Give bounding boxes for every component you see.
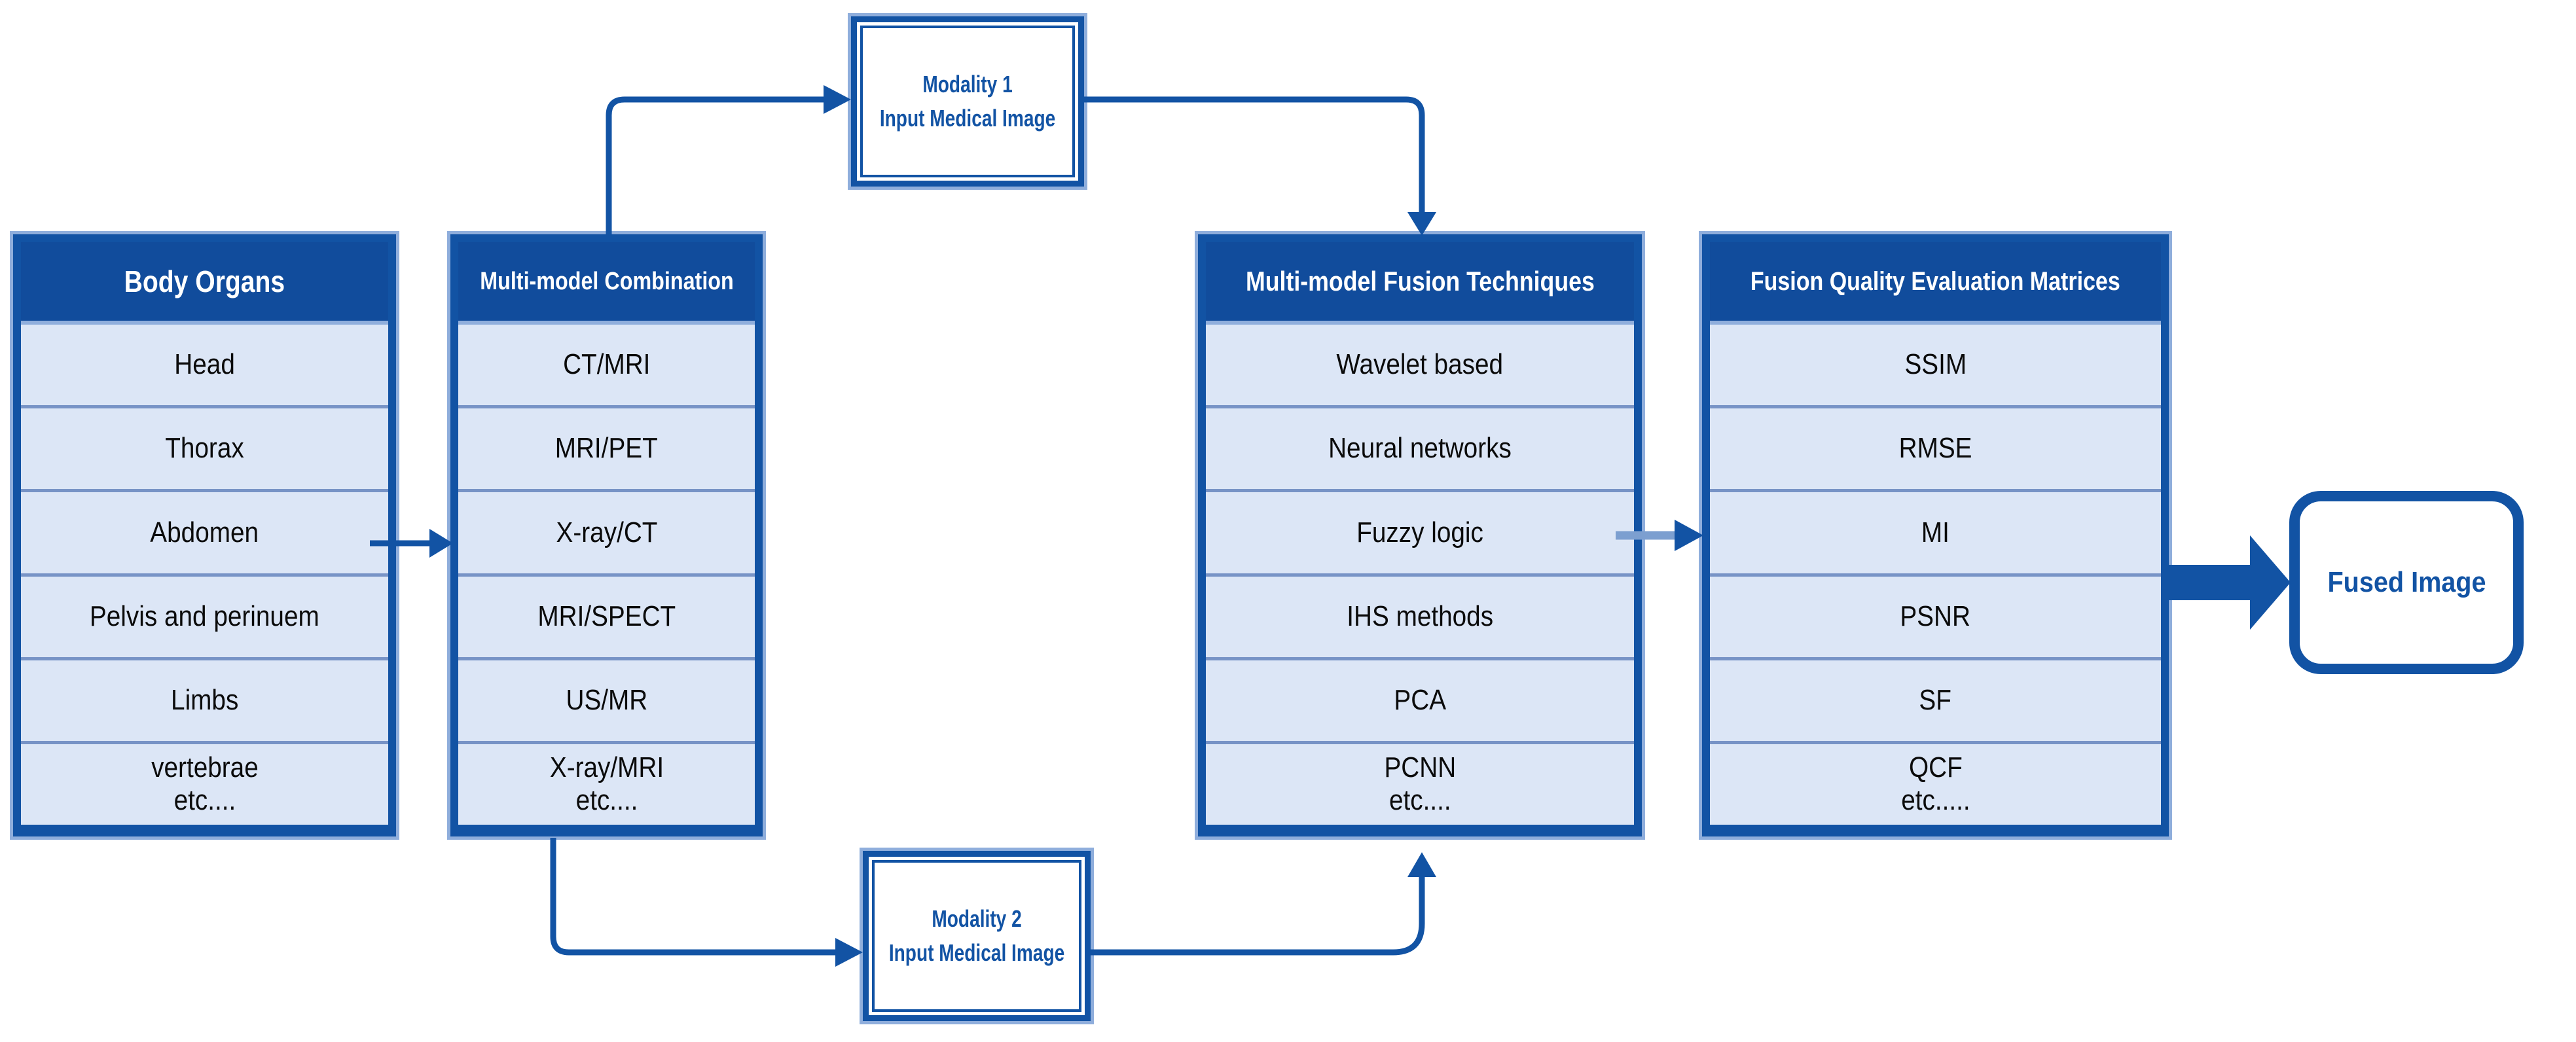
table-multimodel-combination: Multi-model Combination CT/MRI MRI/PET X… xyxy=(450,234,763,836)
table-row: QCF etc..... xyxy=(1710,740,2161,825)
table-title: Fusion Quality Evaluation Matrices xyxy=(1751,266,2120,296)
table-quality-evaluation-matrices: Fusion Quality Evaluation Matrices SSIM … xyxy=(1702,234,2169,836)
table-row: Limbs xyxy=(21,656,388,741)
table-row: Thorax xyxy=(21,405,388,489)
table-row: RMSE xyxy=(1710,405,2161,489)
table-title: Body Organs xyxy=(124,264,285,298)
table-row: PCA xyxy=(1206,656,1634,741)
connector-combination-to-modality1 xyxy=(606,96,825,236)
table-header: Body Organs xyxy=(21,242,388,325)
table-row: US/MR xyxy=(458,656,755,741)
table-row: MI xyxy=(1710,489,2161,573)
table-row: IHS methods xyxy=(1206,573,1634,657)
arrowhead-down-icon xyxy=(1407,212,1436,236)
table-row: SSIM xyxy=(1904,348,1967,381)
arrowhead-up-icon xyxy=(1407,852,1436,877)
table-row: Pelvis and perinuem xyxy=(21,573,388,657)
table-body-organs: Body Organs Head Thorax Abdomen Pelvis a… xyxy=(13,234,396,836)
table-row: Fuzzy logic xyxy=(1206,489,1634,573)
table-title: Multi-model Fusion Techniques xyxy=(1245,266,1595,296)
connector-modality2-to-techniques xyxy=(1091,877,1425,956)
arrowhead-right-icon xyxy=(1675,520,1703,551)
connector-modality1-to-techniques xyxy=(1084,96,1425,213)
table-header: Multi-model Combination xyxy=(458,242,755,325)
table-row: MRI/SPECT xyxy=(458,573,755,657)
table-row: vertebrae etc.... xyxy=(21,740,388,825)
block-arrowhead-right-icon xyxy=(2250,535,2291,630)
table-header: Multi-model Fusion Techniques xyxy=(1206,242,1634,325)
table-header: Fusion Quality Evaluation Matrices xyxy=(1710,242,2161,325)
fused-image-label: Fused Image xyxy=(2327,566,2486,598)
table-row: Wavelet based xyxy=(1336,348,1504,381)
fused-image-box: Fused Image xyxy=(2289,491,2524,674)
table-row: PCNN etc.... xyxy=(1206,740,1634,825)
table-row: SF xyxy=(1710,656,2161,741)
table-row: MRI/PET xyxy=(458,405,755,489)
table-row: PSNR xyxy=(1710,573,2161,657)
table-fusion-techniques: Multi-model Fusion Techniques Wavelet ba… xyxy=(1198,234,1642,836)
arrowhead-right-icon xyxy=(835,938,863,967)
arrowhead-right-icon xyxy=(429,529,453,558)
table-row: CT/MRI xyxy=(562,348,651,381)
block-arrow-shaft xyxy=(2169,565,2251,600)
table-row: Abdomen xyxy=(21,489,388,573)
table-row: Neural networks xyxy=(1206,405,1634,489)
table-row: X-ray/CT xyxy=(458,489,755,573)
connector-combination-to-modality2 xyxy=(550,838,837,956)
table-row: Head xyxy=(174,348,235,381)
arrowhead-right-icon xyxy=(824,85,851,114)
table-row: X-ray/MRI etc.... xyxy=(458,740,755,825)
table-title: Multi-model Combination xyxy=(479,267,734,295)
